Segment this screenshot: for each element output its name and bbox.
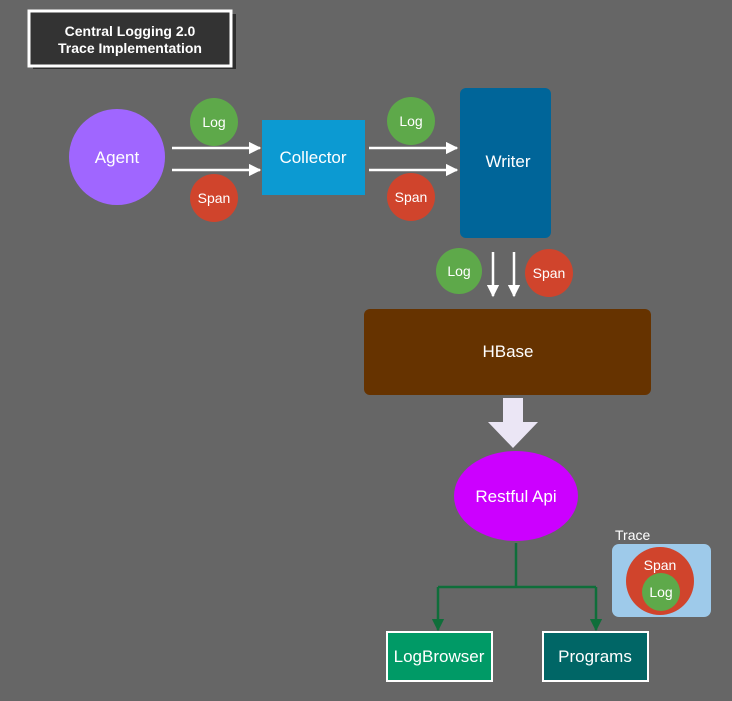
restful-api-node: Restful Api [454,451,578,541]
hbase-label: HBase [482,342,533,361]
logbrowser-node: LogBrowser [386,631,493,682]
agent-label: Agent [95,148,140,167]
title-line-1: Central Logging 2.0 [65,23,196,39]
hbase-to-api-arrow [488,398,538,448]
hbase-node: HBase [364,309,651,395]
log-badge: Log [190,98,238,146]
log-badge-label: Log [447,263,470,279]
trace-legend: Trace Span Log [612,527,711,617]
span-badge: Span [525,249,573,297]
restful-api-label: Restful Api [475,487,556,506]
log-badge-label: Log [202,114,225,130]
programs-label: Programs [558,647,632,666]
writer-node: Writer [460,88,551,238]
writer-label: Writer [485,152,530,171]
span-badge-label: Span [533,265,566,281]
log-badge: Log [387,97,435,145]
span-badge-label: Span [395,189,428,205]
collector-node: Collector [262,120,365,195]
programs-node: Programs [542,631,649,682]
agent-node: Agent [69,109,165,205]
log-badge-label: Log [399,113,422,129]
log-badge: Log [436,248,482,294]
logbrowser-label: LogBrowser [394,647,485,666]
legend-title: Trace [615,527,650,543]
legend-log-label: Log [649,584,672,600]
legend-log-circle [642,573,680,611]
span-badge: Span [190,174,238,222]
collector-label: Collector [279,148,346,167]
title-line-2: Trace Implementation [58,40,202,56]
span-badge: Span [387,173,435,221]
span-badge-label: Span [198,190,231,206]
title-box: Central Logging 2.0 Trace Implementation [27,9,236,69]
legend-span-label: Span [644,557,677,573]
